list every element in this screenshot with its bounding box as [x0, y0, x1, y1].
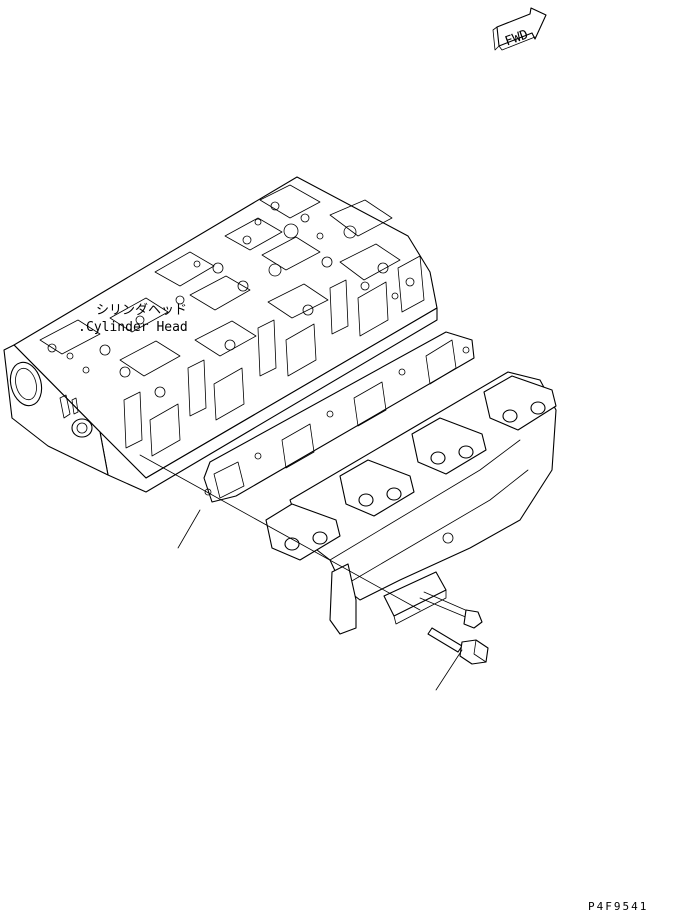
exhaust-manifold	[265, 371, 557, 635]
cylinder-head-label-en: Cylinder Head	[86, 320, 188, 335]
exhaust-manifold-gasket	[203, 331, 475, 503]
alignment-line	[139, 454, 421, 611]
drawing-code: P4F9541	[588, 900, 648, 913]
cylinder-head	[3, 176, 438, 493]
valve-bosses	[39, 184, 415, 398]
cylinder-head-label-jp: シリンダヘッド	[96, 303, 187, 318]
forward-arrow-icon: FWD	[492, 7, 547, 51]
gasket-leader-line	[177, 509, 201, 549]
svg-text:.: .	[78, 320, 86, 335]
mounting-bolt-lower	[427, 627, 489, 665]
mounting-bolt-upper	[419, 591, 483, 629]
bolt-leader-line	[435, 649, 463, 691]
head-exhaust-ports	[123, 255, 425, 457]
